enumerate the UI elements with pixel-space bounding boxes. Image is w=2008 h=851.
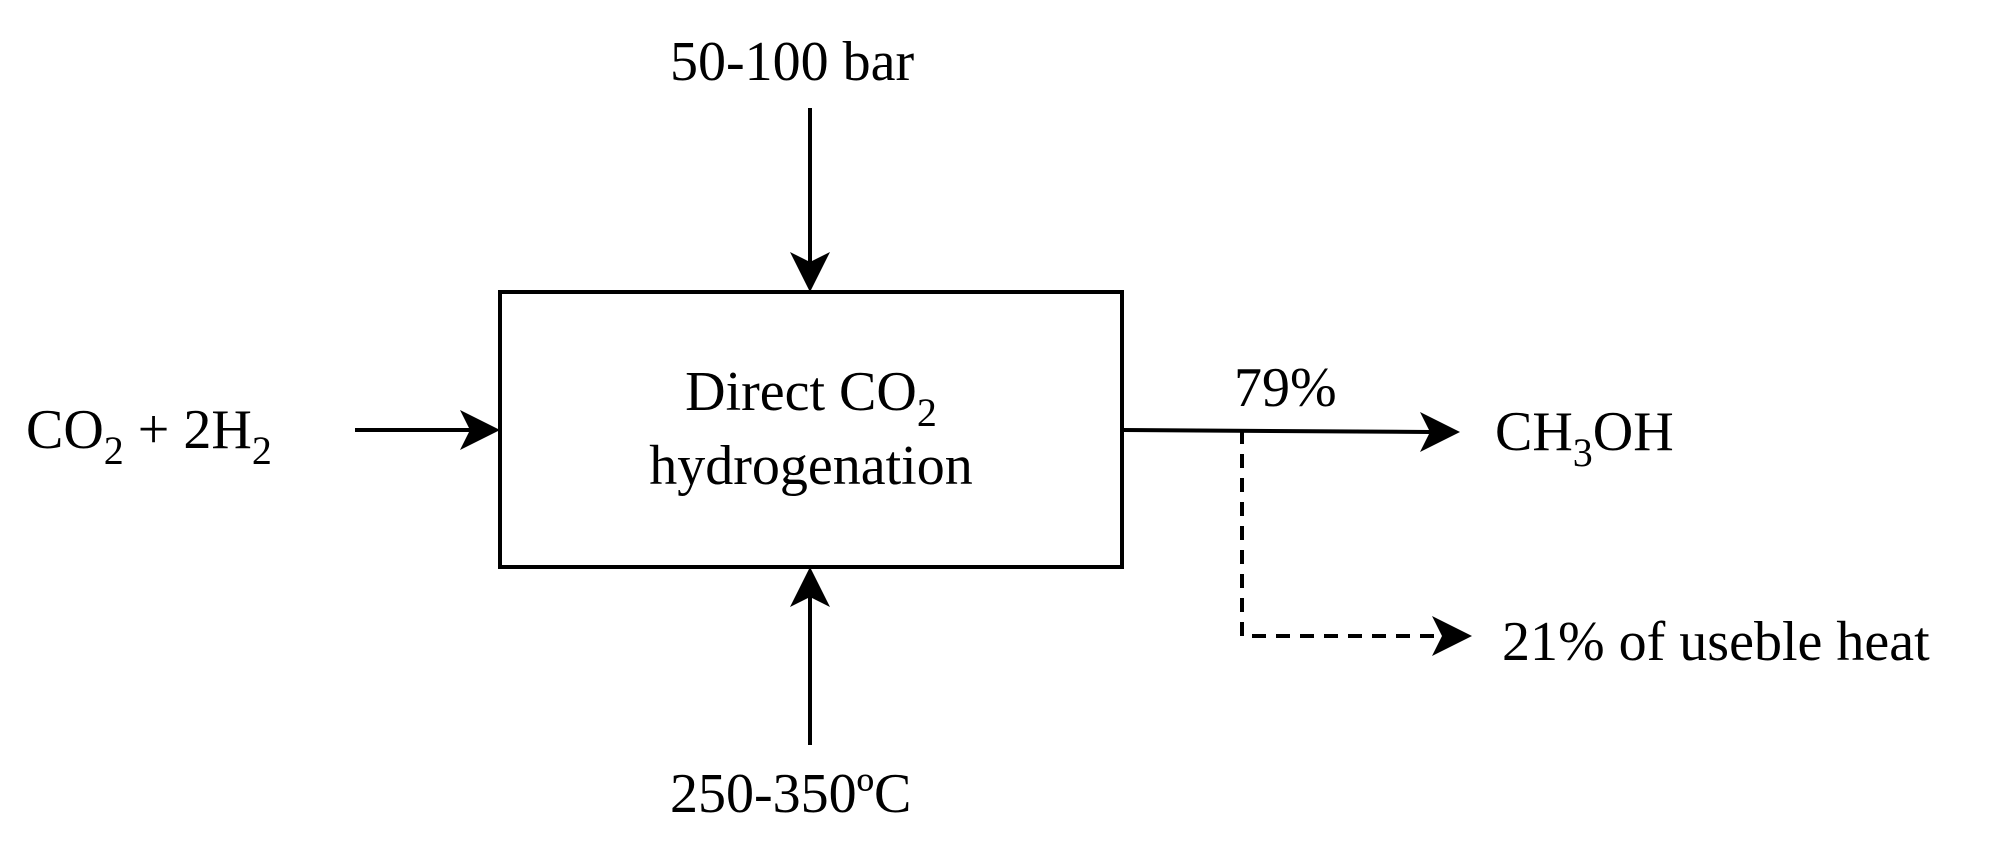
product-label: CH3OH (1495, 401, 1674, 475)
output-arrowhead (1420, 412, 1460, 452)
reactor-box (498, 290, 1124, 569)
efficiency-label: 79% (1234, 357, 1337, 419)
heat-branch-dashed-line (1240, 430, 1442, 638)
pressure-arrowhead (790, 252, 830, 292)
heat-output-label: 21% of useble heat (1502, 611, 1930, 673)
heat-arrowhead (1432, 616, 1472, 656)
pressure-label: 50-100 bar (670, 31, 915, 93)
reactor-label-line1: Direct CO2 (685, 361, 937, 435)
reactor-label-line2: hydrogenation (649, 435, 973, 497)
input-arrowhead (460, 410, 500, 450)
output-arrow-line (1121, 428, 1431, 434)
temperature-label: 250-350ºC (670, 763, 912, 825)
reactor-label: Direct CO2 hydrogenation (500, 364, 1122, 494)
temperature-arrowhead (790, 567, 830, 607)
input-label: CO2 + 2H2 (26, 399, 272, 473)
